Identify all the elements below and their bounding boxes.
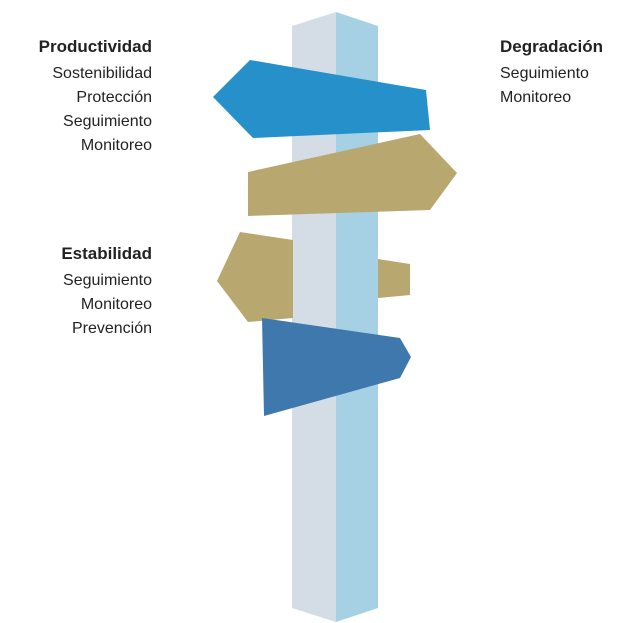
degradacion-item: Seguimiento: [500, 65, 589, 82]
productividad-item: Sostenibilidad: [52, 65, 152, 82]
sign-dark-blue-right: [262, 318, 411, 416]
productividad-item: Monitoreo: [80, 137, 152, 154]
degradacion-item: Monitoreo: [500, 89, 572, 106]
productividad-heading: Productividad: [38, 37, 152, 56]
estabilidad-item: Monitoreo: [80, 296, 152, 313]
sign-blue-left: [213, 60, 430, 138]
productividad-item: Seguimiento: [63, 113, 152, 130]
sign-tan-right: [248, 134, 457, 216]
sign-tan-left-back-tail: [378, 259, 410, 298]
estabilidad-heading: Estabilidad: [61, 244, 152, 263]
estabilidad-item: Prevención: [71, 320, 152, 337]
degradacion-heading: Degradación: [500, 37, 603, 56]
estabilidad-item: Seguimiento: [63, 272, 152, 289]
degradacion-group: Degradación Seguimiento Monitoreo: [500, 36, 603, 110]
sign-tan-left-back: [217, 232, 293, 322]
productividad-item: Protección: [76, 89, 152, 106]
estabilidad-group: Estabilidad Seguimiento Monitoreo Preven…: [61, 243, 152, 341]
productividad-group: Productividad Sostenibilidad Protección …: [39, 36, 152, 158]
